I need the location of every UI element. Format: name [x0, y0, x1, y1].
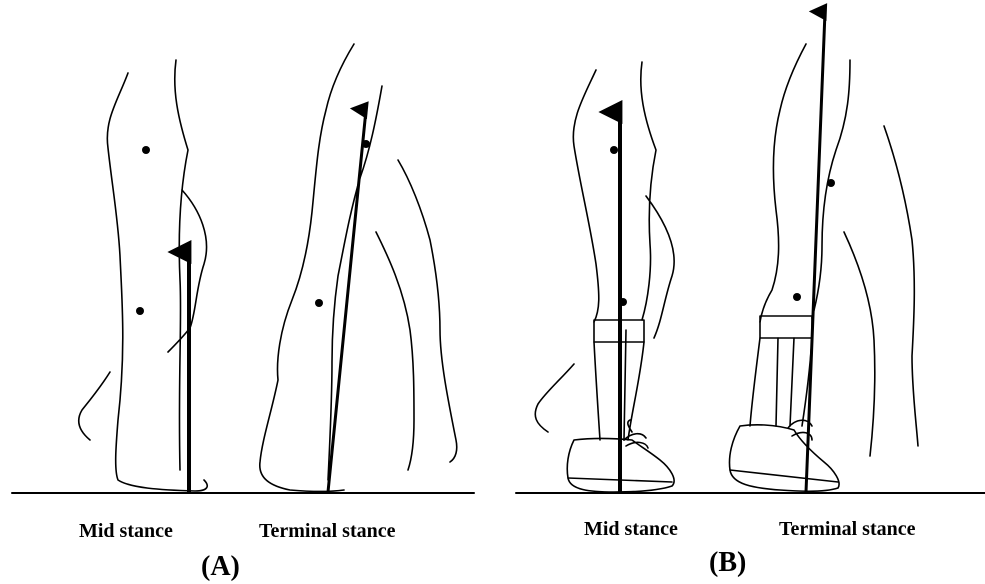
leg-front-outline [107, 73, 207, 491]
orthosis-strut [624, 330, 626, 440]
knee-marker [136, 307, 144, 315]
panel-label-b: (B) [709, 547, 746, 579]
knee-marker [793, 293, 801, 301]
leg-terminal-stance-b [729, 44, 918, 491]
leg-terminal-stance-a [260, 44, 457, 492]
shoe-outline [729, 425, 839, 492]
leg-front-outline [760, 44, 806, 322]
orthosis-strut [776, 338, 794, 426]
leg-front-outline [573, 70, 598, 322]
back-foot-outline [535, 364, 574, 432]
panel-label-a: (A) [201, 551, 240, 583]
panel-b [516, 12, 985, 493]
hip-marker [610, 146, 618, 154]
hip-marker [142, 146, 150, 154]
leg-back-outline [641, 62, 656, 320]
caption-terminal-stance-a: Terminal stance [259, 520, 395, 543]
orthosis-cuff [760, 316, 812, 338]
panel-a [12, 44, 474, 493]
orthosis-shell [750, 338, 812, 426]
back-foot-outline [79, 372, 110, 440]
back-leg-inner [376, 232, 414, 470]
force-arrow-terminal-stance-a [328, 110, 366, 492]
caption-terminal-stance-b: Terminal stance [779, 518, 915, 541]
back-leg-outline [884, 126, 918, 446]
knee-marker [315, 299, 323, 307]
shoe-sole [730, 470, 838, 482]
back-leg-inner [844, 232, 875, 456]
hip-marker [827, 179, 835, 187]
leg-mid-stance-b [535, 62, 674, 492]
leg-back-outline [175, 60, 188, 470]
caption-mid-stance-a: Mid stance [79, 520, 173, 543]
caption-mid-stance-b: Mid stance [584, 518, 678, 541]
